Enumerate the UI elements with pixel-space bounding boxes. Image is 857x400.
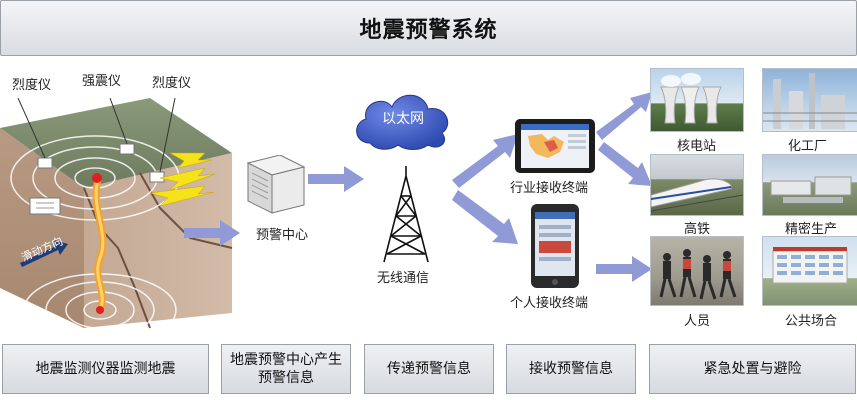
people-image [650,236,744,306]
step-generate-warning-line2: 预警信息 [258,370,314,386]
label-wireless: 无线通信 [377,271,430,286]
label-high-speed-rail: 高铁 [684,222,711,237]
arrow-down-right-icon [598,142,652,186]
label-people: 人员 [684,314,711,329]
step-receive-label: 接收预警信息 [529,361,613,377]
earthquake-illustration [0,98,233,333]
arrow-right-icon [184,220,240,246]
phone-icon [531,204,579,288]
label-personal-terminal: 个人接收终端 [510,296,589,311]
title-bar: 地震预警系统 [0,0,857,56]
label-nuclear-plant: 核电站 [677,139,717,154]
step-response: 紧急处置与避险 [649,344,856,394]
label-chemical-plant: 化工厂 [788,139,828,154]
tablet-icon [515,119,595,173]
step-transmit: 传递预警信息 [364,344,494,394]
cloud-icon [356,94,449,150]
precision-manufacturing-image [762,154,857,216]
label-public-place: 公共场合 [785,314,838,329]
label-industry-terminal: 行业接收终端 [510,181,589,196]
label-precision-manufacturing: 精密生产 [785,222,838,237]
nuclear-plant-image [650,68,744,132]
step-monitoring: 地震监测仪器监测地震 [2,344,209,394]
arrow-right-icon [596,256,652,282]
page-title: 地震预警系统 [359,18,498,43]
public-place-image [762,236,857,306]
arrow-up-right-icon [596,92,652,140]
step-response-label: 紧急处置与避险 [703,361,802,377]
server-icon [246,155,306,214]
step-generate-warning: 地震预警中心产生 预警信息 [221,344,351,394]
label-intensity-meter-right: 烈度仪 [152,76,192,91]
label-ethernet: 以太网 [382,111,424,127]
step-generate-warning-line1: 地震预警中心产生 [230,352,342,368]
label-strong-motion-meter: 强震仪 [82,74,122,89]
step-receive: 接收预警信息 [506,344,636,394]
step-transmit-label: 传递预警信息 [387,361,471,377]
arrow-down-right-icon [452,190,518,244]
arrow-right-icon [308,166,364,192]
radio-tower-icon [383,166,429,263]
high-speed-rail-image [650,154,744,216]
step-monitoring-label: 地震监测仪器监测地震 [35,361,176,377]
chemical-plant-image [762,68,857,132]
label-warning-center: 预警中心 [256,228,309,243]
label-intensity-meter-left: 烈度仪 [12,78,52,93]
arrow-up-right-icon [452,134,518,188]
